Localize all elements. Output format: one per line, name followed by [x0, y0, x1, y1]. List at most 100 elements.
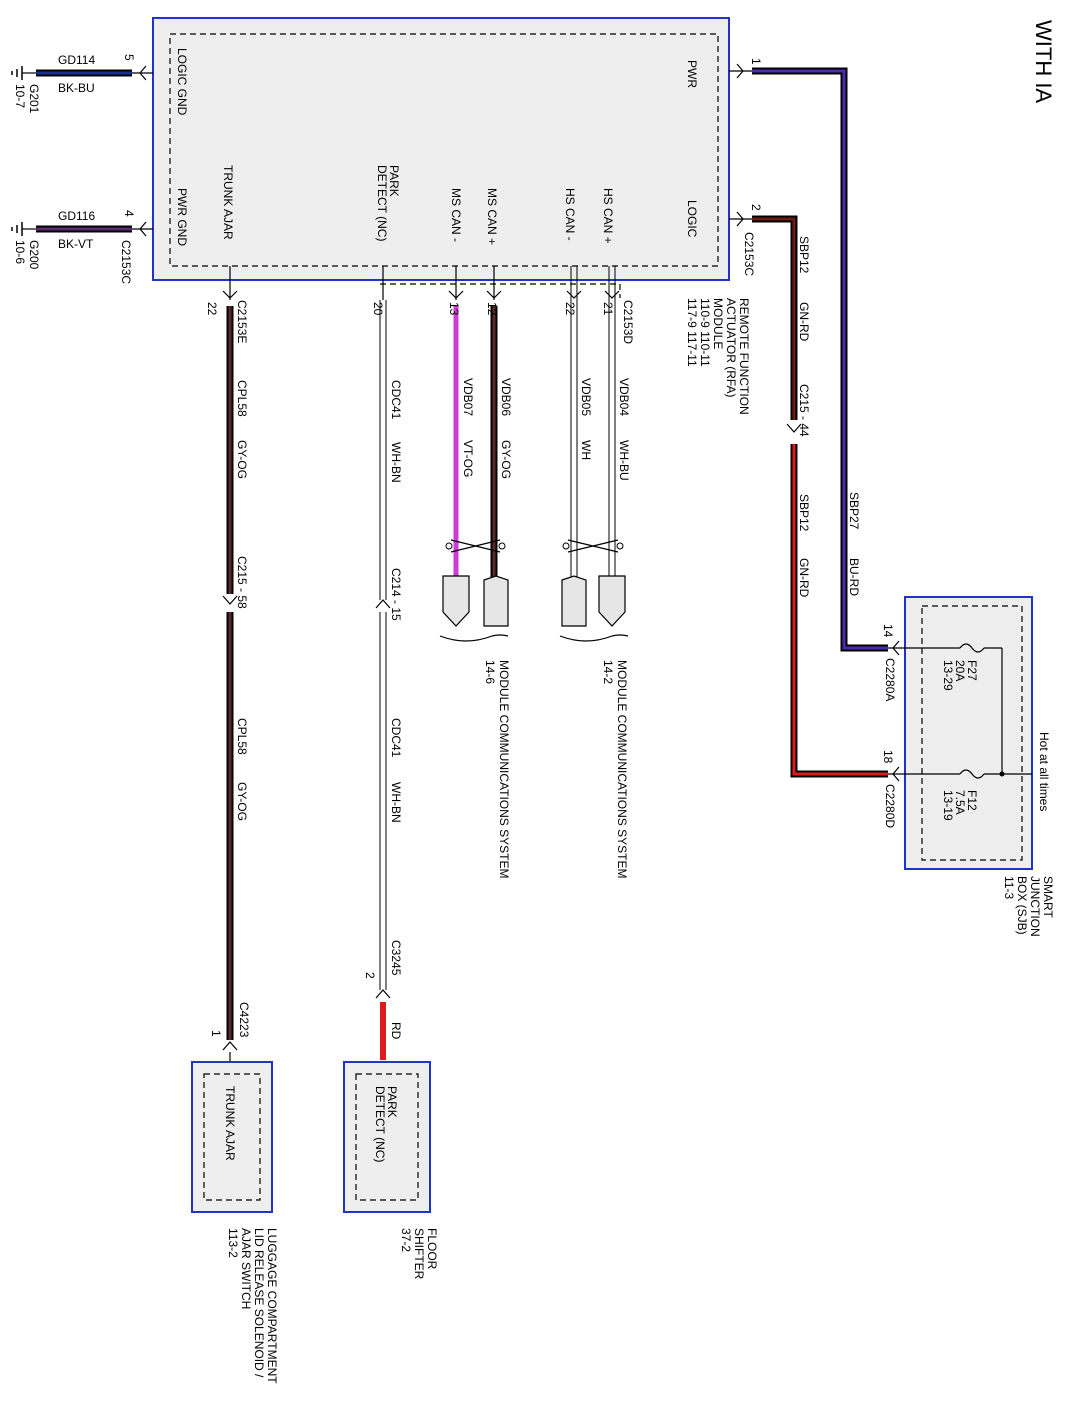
trunk-conn: C4223: [237, 1002, 251, 1038]
pwr-pin-number: 1: [749, 58, 763, 65]
connector-chevron-pin13: [448, 290, 464, 299]
pin-label-logic: LOGIC: [685, 200, 699, 238]
rfa-module-inner-outline: [169, 33, 719, 267]
floor-shifter-inner-outline: [355, 1073, 419, 1201]
trunk-ajar-inner-outline: [203, 1073, 261, 1201]
ground-gd116-connector: C2153C: [119, 240, 133, 284]
sbp27-color: BU-RD: [847, 558, 861, 596]
ms-plus-module-connector: [483, 575, 509, 627]
connector-chevron-pin5: [139, 65, 147, 81]
sjb-name-line-3: BOX (SJB): [1015, 876, 1029, 935]
inline-c214-15-chevron: [375, 599, 391, 609]
trunk-circuit: CPL58: [235, 380, 249, 417]
pin-label-park-detect-2: DETECT (NC): [375, 165, 389, 241]
inline-c215-44-label: C215 - 44: [797, 384, 811, 437]
sjb-hot-label: Hot at all times: [1037, 732, 1051, 811]
sjb-conn-d: C2280D: [883, 784, 897, 828]
pin-label-logic-gnd: LOGIC GND: [175, 48, 189, 116]
rfa-title-line-2: ACTUATOR (RFA): [724, 298, 738, 398]
wire-sbp12-upper: [752, 217, 796, 420]
sbp12-upper-color: GN-RD: [797, 302, 811, 342]
ms-twist-end-left: [445, 542, 453, 550]
f12-name: F12: [965, 790, 979, 811]
hs-system-label: MODULE COMMUNICATIONS SYSTEM: [615, 660, 629, 878]
wire-sbp12-upper-outline: [752, 215, 798, 420]
hs-twist-end-left: [562, 542, 570, 550]
ground-g201-label: G201: [27, 84, 41, 114]
connector-chevron-pin21: [604, 290, 620, 299]
rfa-title-line-3: MODULE: [711, 298, 725, 349]
can-connector-label: C2153D: [621, 300, 635, 344]
logic-pin-number: 2: [749, 204, 763, 211]
trunk-connector: C2153E: [235, 300, 249, 343]
ground-gd114-color: BK-BU: [58, 81, 95, 95]
hs-minus-circuit: VDB05: [579, 378, 593, 416]
ms-minus-pin: 13: [447, 302, 461, 316]
park-circuit-2: CDC41: [389, 718, 403, 758]
inline-c215-58-label: C215 - 58: [235, 556, 249, 609]
f12-ref: 13-19: [941, 790, 955, 821]
park-pin: 20: [371, 302, 385, 316]
connector-chevron-c4223: [222, 1041, 238, 1051]
f27-fuse-icon: [959, 643, 985, 653]
hs-plus-circuit: VDB04: [617, 378, 631, 416]
hs-twist-icon: [567, 539, 619, 553]
pin-label-hs-can-minus: HS CAN -: [563, 188, 577, 241]
sjb-pin-d: 18: [881, 750, 895, 764]
f27-rating: 20A: [953, 660, 967, 681]
rfa-module-box: [152, 17, 730, 281]
inline-c215-44-chevron: [786, 423, 802, 433]
floor-shifter-name-3: 37-2: [399, 1228, 413, 1252]
ground-g200-label: G200: [27, 240, 41, 270]
connector-chevron-pin4: [139, 221, 147, 237]
ground-gd114-circuit: GD114: [58, 53, 95, 67]
sjb-name-line-4: 11-3: [1002, 876, 1016, 899]
ms-minus-color: VT-OG: [461, 440, 475, 477]
f27-name: F27: [965, 660, 979, 681]
park-circuit: CDC41: [389, 380, 403, 420]
rfa-module-title: REMOTE FUNCTION ACTUATOR (RFA) MODULE 11…: [685, 298, 751, 415]
park-device-label-1: PARK: [385, 1086, 399, 1118]
sjb-box: [904, 596, 1033, 870]
inline-c214-15-label: C214 - 15: [389, 568, 403, 621]
trunk-device-name-1: LUGGAGE COMPARTMENT: [265, 1228, 279, 1384]
ground-gd116-pin: 4: [122, 210, 136, 217]
ms-minus-circuit: VDB07: [461, 378, 475, 416]
hs-system-ref: 14-2: [601, 660, 615, 684]
inline-c215-58-chevron: [222, 595, 238, 605]
trunk-circuit-2: CPL58: [235, 718, 249, 755]
diagram-title: WITH IA: [1031, 20, 1056, 103]
rfa-title-line-1: REMOTE FUNCTION: [737, 298, 751, 415]
connector-chevron-pin22-hs: [566, 290, 582, 299]
ground-gd116-color: BK-VT: [58, 237, 94, 251]
right-connector-label: C2153C: [742, 232, 756, 276]
sjb-pin-a: 14: [881, 624, 895, 638]
connector-chevron-c2280a: [892, 640, 900, 656]
pin-label-ms-can-minus: MS CAN -: [449, 188, 463, 242]
hs-minus-module-connector: [561, 575, 587, 627]
trunk-device-name-2: LID RELEASE SOLENOID /: [252, 1228, 266, 1378]
floor-shifter-box: [343, 1061, 431, 1213]
sjb-name-line-1: SMART: [1041, 876, 1055, 918]
park-conn-pin: 2: [363, 972, 377, 979]
ground-gd114-pin: 5: [122, 54, 136, 61]
pin-label-ms-can-plus: MS CAN +: [485, 188, 499, 245]
park-conn: C3245: [389, 940, 403, 976]
ms-group-brace: [439, 634, 509, 642]
f12-fuse-icon: [959, 769, 985, 779]
trunk-color: GY-OG: [235, 440, 249, 479]
floor-shifter-name-2: SHIFTER: [412, 1228, 426, 1280]
connector-chevron-pin2: [736, 211, 744, 227]
park-color: WH-BN: [389, 442, 403, 483]
sbp27-circuit: SBP27: [847, 492, 861, 530]
wire-sbp27: [752, 69, 888, 650]
connector-chevron-c3245: [375, 989, 391, 999]
pin-label-trunk-ajar: TRUNK AJAR: [221, 165, 235, 240]
rfa-ref-line-1: 110-9 110-11: [698, 298, 712, 367]
sjb-conn-a: C2280A: [883, 658, 897, 701]
trunk-color-2: GY-OG: [235, 782, 249, 821]
pin-label-pwr: PWR: [685, 60, 699, 88]
connector-chevron-pin22-trunk: [222, 290, 238, 299]
c2153d-dashed-outline: [380, 283, 621, 298]
ground-gd116-circuit: GD116: [58, 209, 95, 223]
